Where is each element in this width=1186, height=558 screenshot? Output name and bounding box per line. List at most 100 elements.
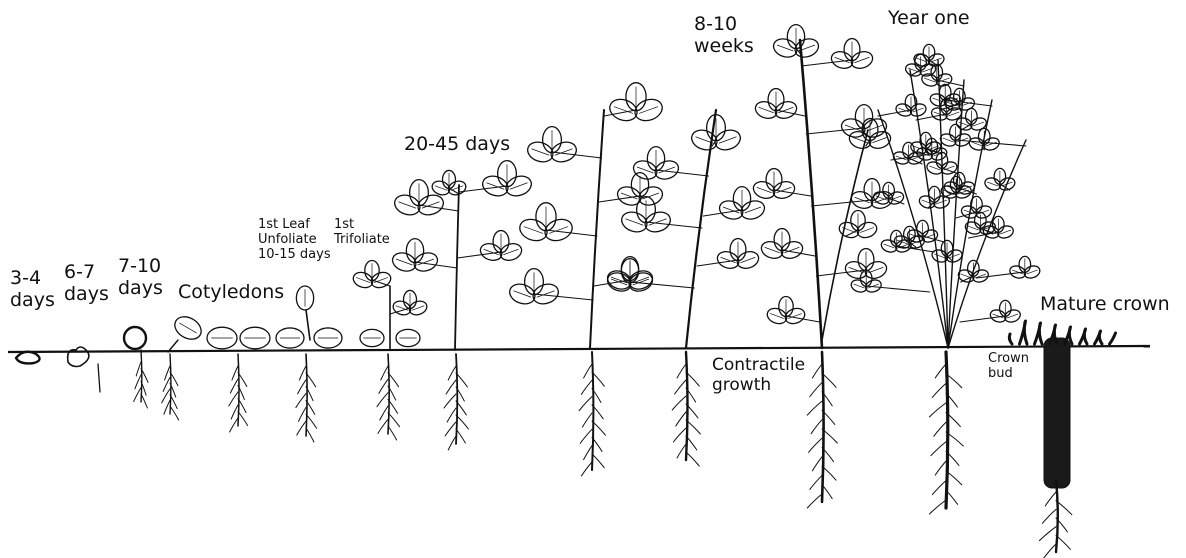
petiole xyxy=(630,282,694,288)
lateral-root xyxy=(230,379,238,393)
label-crown-bud: Crownbud xyxy=(988,352,1029,382)
lateral-root xyxy=(673,428,686,442)
lateral-root xyxy=(134,388,141,402)
lateral-root xyxy=(379,379,388,393)
crown-shoot xyxy=(1069,328,1072,344)
lateral-root xyxy=(297,421,306,435)
stem xyxy=(800,40,822,348)
lateral-root xyxy=(135,375,141,389)
lateral-root xyxy=(932,481,946,495)
seed xyxy=(16,352,40,364)
lateral-root xyxy=(1039,527,1056,541)
crown-shoot xyxy=(1110,333,1116,344)
germinating-seed xyxy=(68,347,89,367)
lateral-root xyxy=(931,442,946,456)
label-1st-leaf: 1st LeafUnfoliate10-15 days xyxy=(258,218,331,263)
lateral-root xyxy=(677,364,686,378)
lateral-root xyxy=(584,364,592,378)
lateral-root xyxy=(935,461,946,475)
mature-taproot xyxy=(1044,338,1070,488)
petiole xyxy=(776,110,805,116)
label-contractile-growth: Contractilegrowth xyxy=(712,356,805,395)
lateral-root xyxy=(380,406,388,420)
label-mature-crown: Mature crown xyxy=(1040,294,1170,316)
taproot xyxy=(1056,480,1058,552)
lateral-root xyxy=(388,426,397,440)
label-3-4-days: 3-4days xyxy=(10,268,55,312)
lateral-root xyxy=(812,364,822,378)
lateral-root xyxy=(229,392,238,406)
lateral-root xyxy=(381,366,388,380)
lateral-root xyxy=(230,418,238,432)
lateral-root xyxy=(445,422,456,436)
lateral-root xyxy=(935,364,946,378)
lateral-root xyxy=(810,475,822,489)
lateral-root xyxy=(447,408,456,422)
crown-shoot xyxy=(1039,324,1042,344)
lateral-root xyxy=(444,394,456,408)
crown-shoot xyxy=(1084,330,1087,344)
lateral-root xyxy=(580,429,592,443)
lateral-root xyxy=(1044,544,1056,558)
lateral-root xyxy=(1042,509,1056,523)
label-year-one: Year one xyxy=(888,8,970,30)
label-6-7-days: 6-7days xyxy=(64,262,109,306)
lateral-root xyxy=(296,394,306,408)
lateral-root xyxy=(299,366,306,380)
crown-shoot xyxy=(1009,334,1012,344)
lateral-root xyxy=(1045,492,1056,506)
leaf-vein xyxy=(180,323,197,333)
crown-shoot xyxy=(1054,326,1057,344)
lateral-root xyxy=(807,401,822,415)
petiole xyxy=(960,316,1005,322)
label-cotyledons: Cotyledons xyxy=(178,282,284,304)
lateral-root xyxy=(584,446,592,460)
label-8-10-weeks: 8-10weeks xyxy=(694,14,754,58)
seed-coat xyxy=(124,327,146,349)
lateral-root xyxy=(592,454,604,468)
lateral-root xyxy=(388,413,400,427)
taproot xyxy=(238,354,239,426)
lateral-root xyxy=(163,377,170,391)
radicle xyxy=(98,364,100,392)
lateral-root xyxy=(581,380,592,394)
lateral-root xyxy=(299,407,306,421)
lateral-root xyxy=(676,412,686,426)
lateral-root xyxy=(136,362,141,376)
lateral-root xyxy=(582,413,592,427)
lateral-root xyxy=(811,420,822,434)
lateral-root xyxy=(164,400,170,414)
petiole xyxy=(552,152,602,158)
lateral-root xyxy=(675,380,686,394)
lateral-root xyxy=(932,383,946,397)
lateral-root xyxy=(378,419,388,433)
stem xyxy=(590,110,604,348)
stem xyxy=(686,110,716,348)
petiole xyxy=(419,205,459,211)
label-1st-trifoliate: 1stTrifoliate xyxy=(334,218,390,248)
lateral-root xyxy=(377,393,388,407)
lateral-root xyxy=(934,422,946,436)
label-20-45-days: 20-45 days xyxy=(404,134,510,156)
lateral-root xyxy=(672,396,686,410)
lateral-root xyxy=(929,403,946,417)
lateral-root xyxy=(686,452,699,466)
stem xyxy=(822,130,868,340)
taproot xyxy=(592,352,593,470)
lateral-root xyxy=(456,415,468,429)
petiole xyxy=(811,200,872,206)
stem xyxy=(948,140,1026,348)
lateral-root xyxy=(579,397,592,411)
lateral-root xyxy=(677,444,686,458)
lateral-root xyxy=(812,457,822,471)
stem xyxy=(306,310,310,340)
lateral-root xyxy=(809,438,822,452)
lateral-root xyxy=(807,494,822,508)
lateral-root xyxy=(231,405,238,419)
lateral-root xyxy=(446,380,456,394)
lateral-root xyxy=(306,414,317,428)
lateral-root xyxy=(448,436,456,450)
lateral-root xyxy=(581,462,592,476)
